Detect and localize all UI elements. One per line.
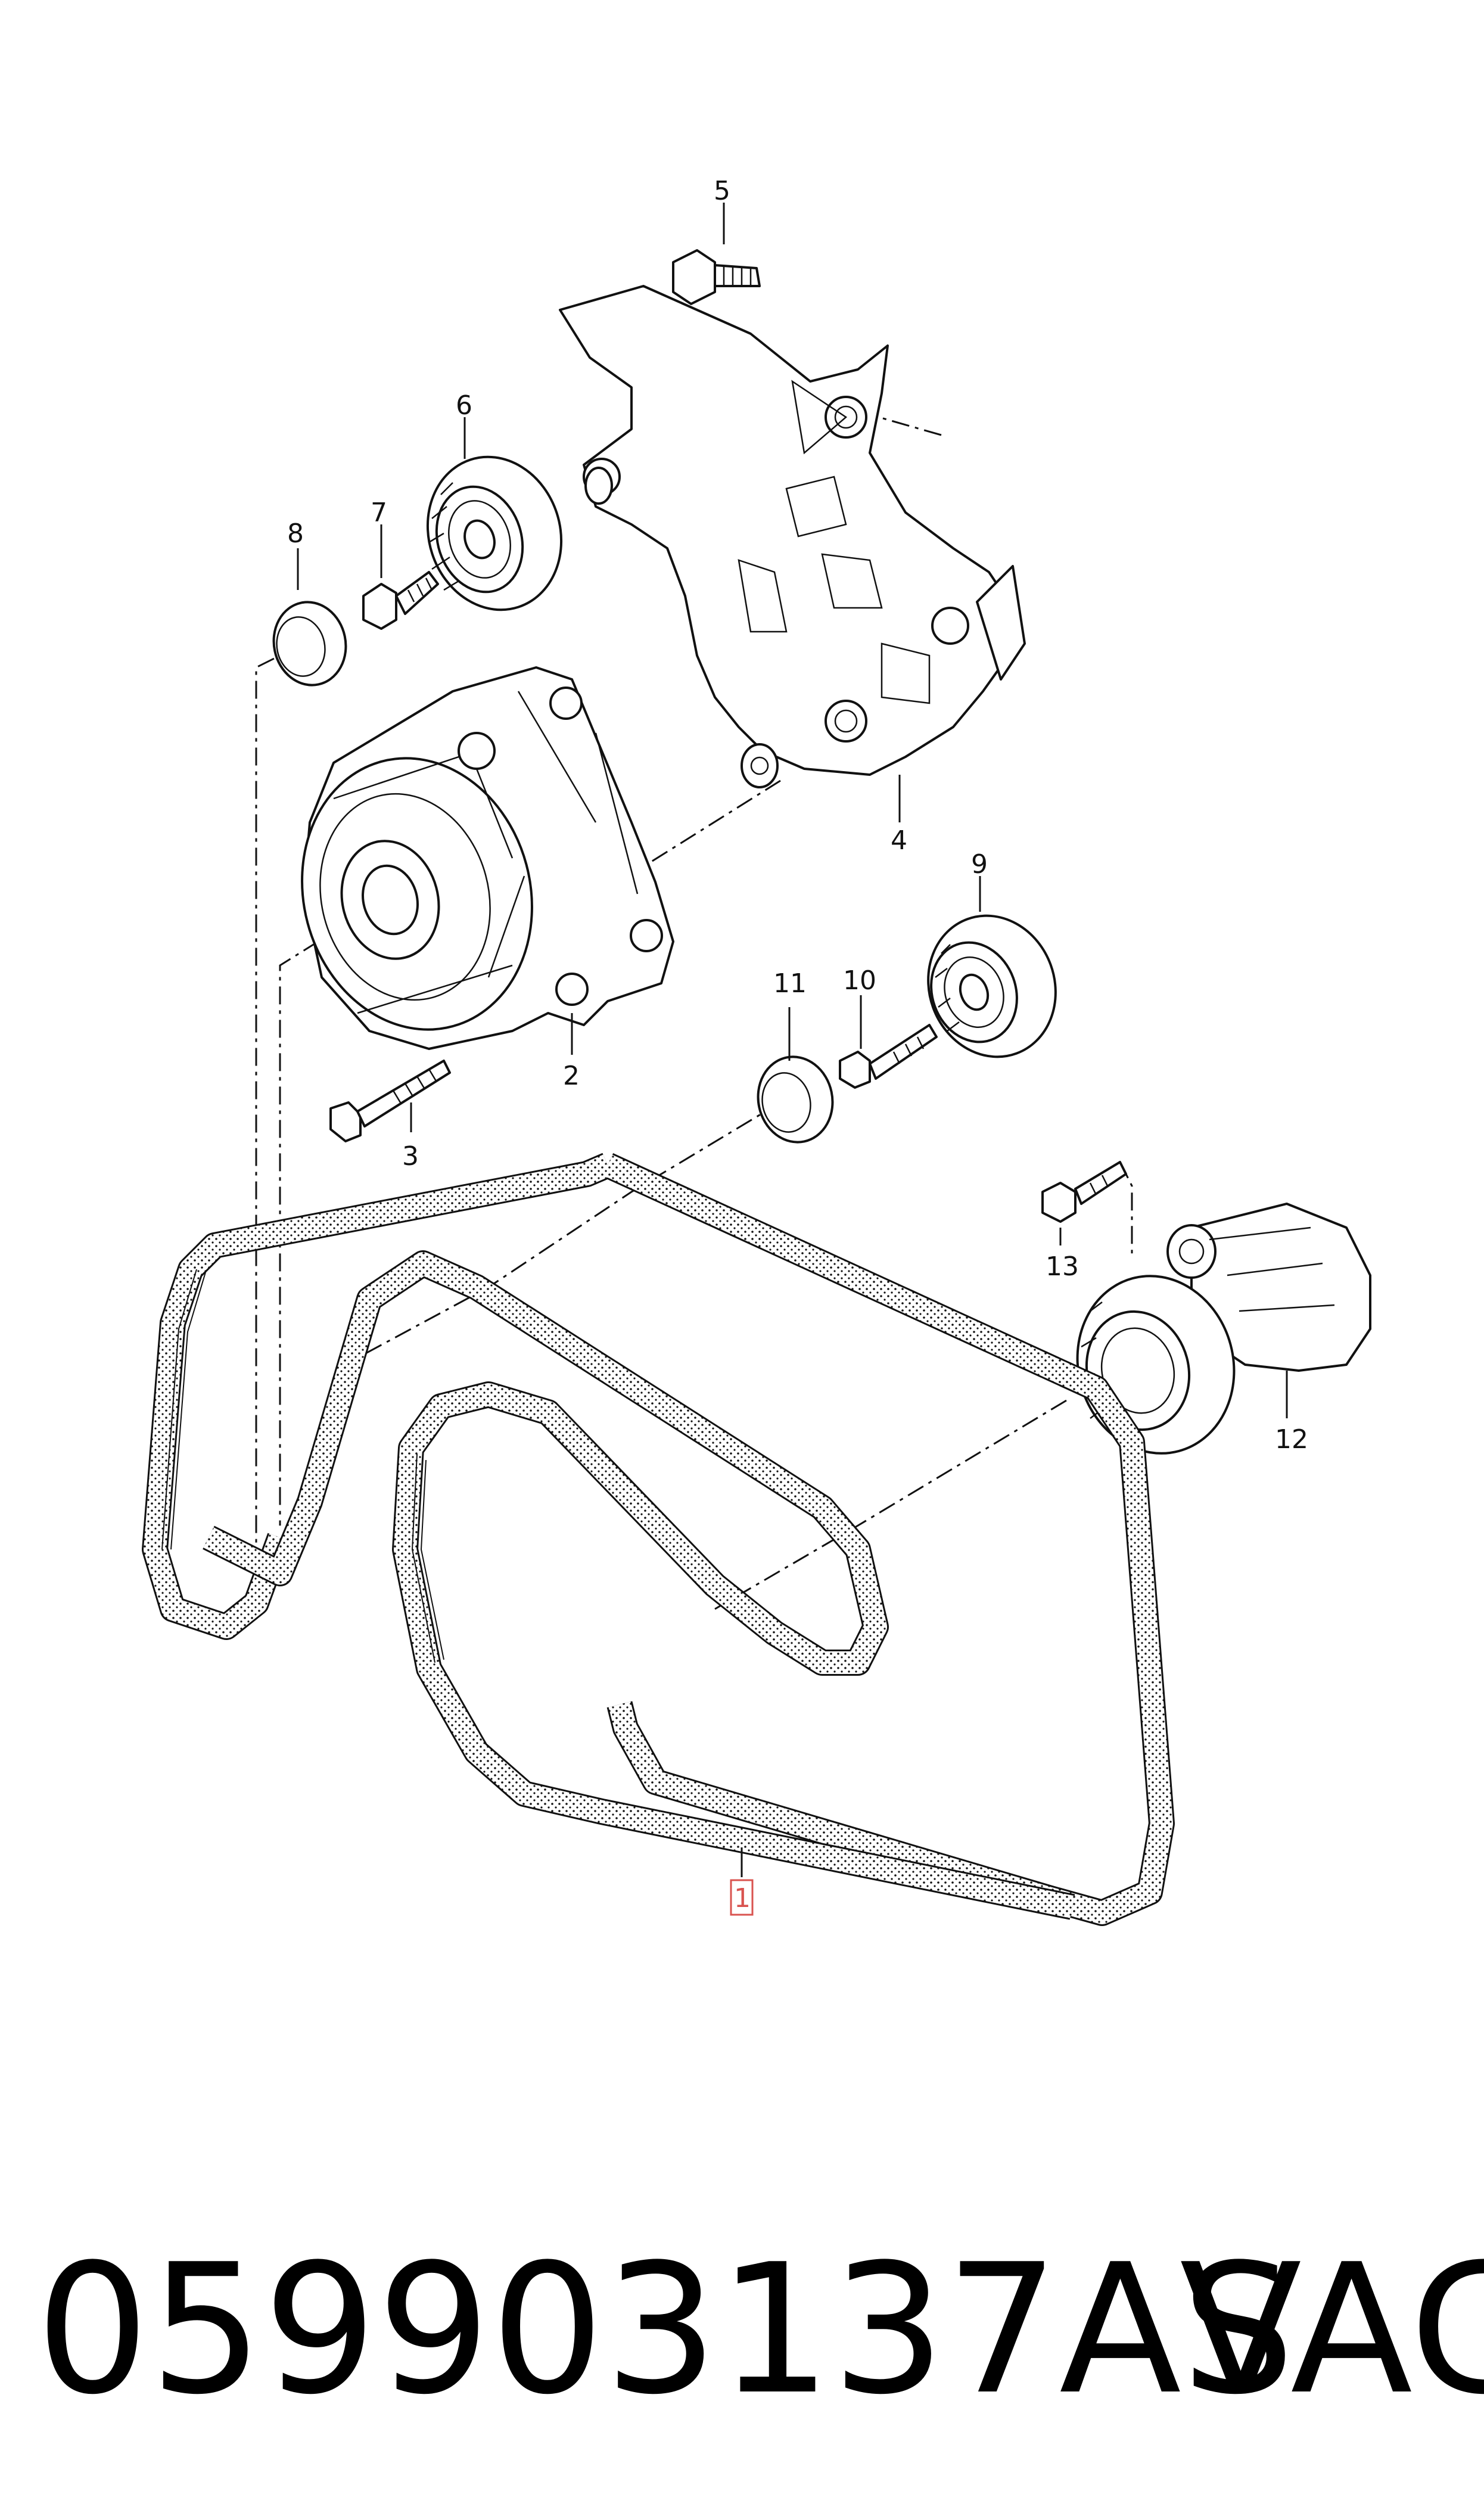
callout-8: 8 xyxy=(287,518,304,549)
callout-3: 3 xyxy=(402,1141,419,1172)
callout-12: 12 xyxy=(1275,1424,1308,1455)
belt-tensioner xyxy=(1076,1203,1371,1455)
callout-9: 9 xyxy=(971,849,988,880)
callout-2: 2 xyxy=(563,1061,580,1091)
dust-cap-upper xyxy=(272,601,347,687)
part-number: 059903137AS xyxy=(36,2226,1295,2434)
callout-11: 11 xyxy=(773,968,807,999)
callout-6: 6 xyxy=(456,390,472,421)
ribbed-v-belts xyxy=(142,1153,1175,1926)
callout-5: 5 xyxy=(714,176,730,206)
callout-1-highlight-box xyxy=(730,1879,754,1916)
leader-lines xyxy=(297,203,1288,1877)
callout-labels: 5 6 7 8 4 9 10 11 2 3 13 12 1 xyxy=(287,176,1308,1916)
idler-pulley-upper xyxy=(426,455,563,611)
tensioner-bolt xyxy=(1041,1161,1127,1223)
alternator xyxy=(301,666,674,1050)
brand-name: VAG xyxy=(1180,2226,1484,2434)
mounting-bracket xyxy=(559,285,1026,788)
idler-pulley-middle xyxy=(927,914,1057,1058)
callout-7: 7 xyxy=(371,498,387,528)
dust-cap-middle xyxy=(757,1055,834,1144)
callout-1: 1 xyxy=(734,1883,751,1914)
bracket-bolt xyxy=(672,249,761,305)
part-number-footer: 059903137AS VAG xyxy=(24,2226,1484,2434)
pulley-bolt-middle xyxy=(839,1024,938,1089)
alternator-bolt xyxy=(329,1060,451,1142)
callout-10: 10 xyxy=(843,965,876,996)
callout-4: 4 xyxy=(891,825,907,856)
callout-13: 13 xyxy=(1046,1251,1079,1282)
pulley-bolt-upper xyxy=(362,571,439,630)
